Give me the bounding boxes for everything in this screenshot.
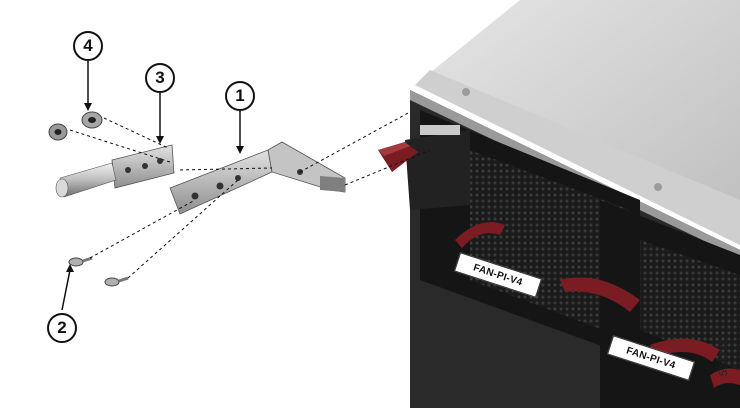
callout-4-label: 4 bbox=[83, 36, 93, 55]
alignment-lines bbox=[69, 111, 431, 279]
plate-hole bbox=[142, 163, 148, 169]
chassis-top-face bbox=[415, 70, 740, 245]
figure-number: 524735 bbox=[718, 339, 730, 376]
chassis-screw bbox=[462, 88, 470, 96]
callout-1: 1 bbox=[225, 81, 255, 111]
leader-arrow bbox=[66, 264, 74, 272]
psu-silver-tab bbox=[420, 125, 460, 135]
guide-pin-tip bbox=[55, 178, 69, 198]
callout-2-label: 2 bbox=[57, 318, 67, 337]
bracket-hole bbox=[191, 192, 199, 200]
bracket-hole bbox=[216, 182, 224, 190]
nut-hole bbox=[88, 117, 96, 123]
guide-pin bbox=[59, 162, 117, 198]
fan-grille-2 bbox=[640, 240, 740, 370]
callout-2: 2 bbox=[47, 313, 77, 343]
psu-latch-housing bbox=[405, 130, 470, 210]
leader-arrow bbox=[156, 136, 164, 144]
screw-2 bbox=[104, 276, 129, 287]
fan-handle-3 bbox=[650, 338, 720, 362]
bracket-hole bbox=[235, 175, 241, 181]
callout-3-label: 3 bbox=[155, 68, 165, 87]
callout-4: 4 bbox=[73, 31, 103, 61]
fan-handle-2 bbox=[560, 277, 640, 312]
screw-1 bbox=[68, 256, 93, 267]
nut-hole bbox=[54, 129, 62, 135]
callout-3: 3 bbox=[145, 63, 175, 93]
bracket-arm bbox=[169, 149, 273, 215]
leader-lines bbox=[61, 60, 241, 311]
plate-hole bbox=[125, 167, 131, 173]
callout-1-label: 1 bbox=[235, 86, 245, 105]
bracket-flange bbox=[320, 176, 345, 192]
chassis-screw bbox=[654, 183, 662, 191]
plate-hole bbox=[157, 158, 163, 164]
psu-handle-top bbox=[378, 142, 410, 156]
fan-handle-1 bbox=[455, 222, 505, 248]
fan-handle-4 bbox=[710, 368, 740, 388]
leader-arrow bbox=[84, 103, 92, 111]
leader-arrow bbox=[236, 146, 244, 154]
